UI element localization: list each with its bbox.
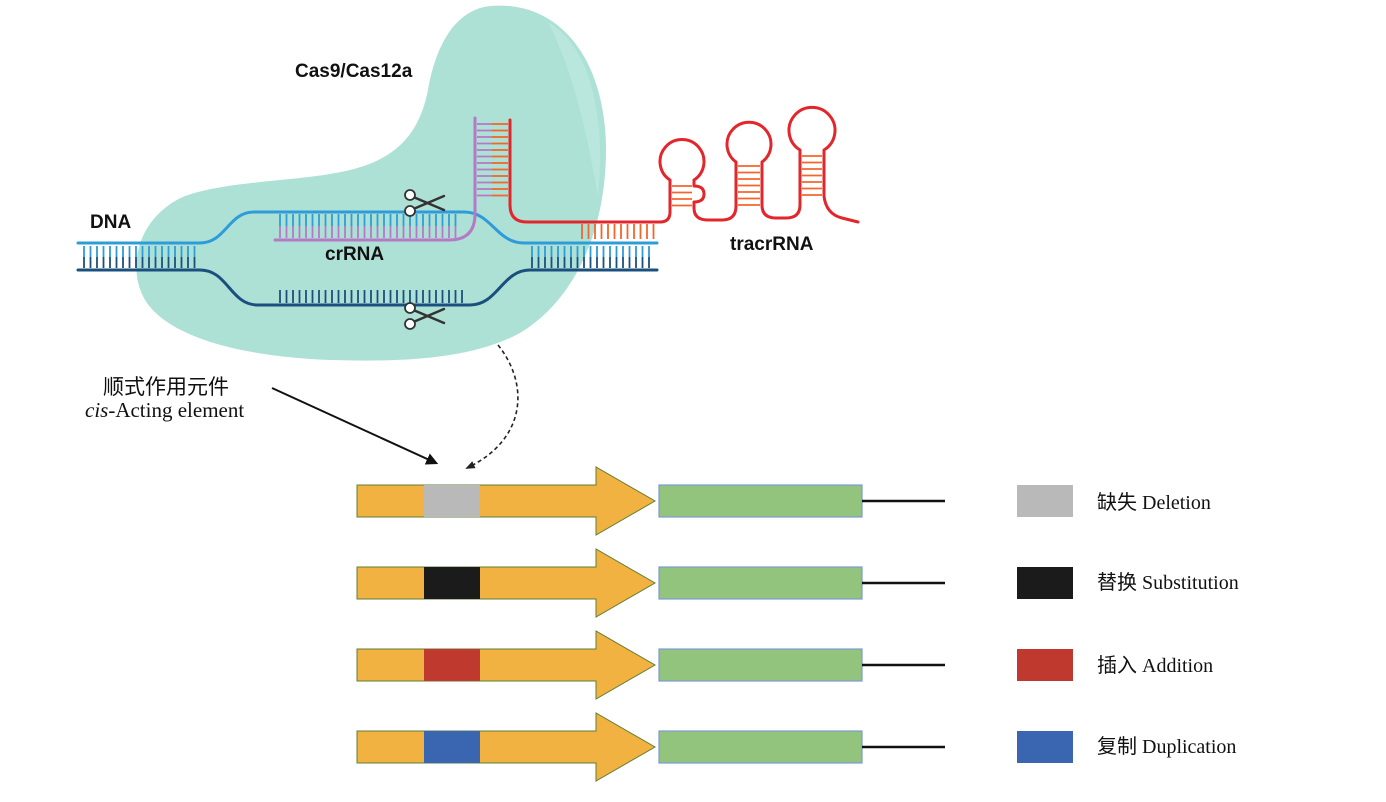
dna-label: DNA <box>90 212 131 233</box>
construct-row-addition <box>356 630 945 700</box>
cas-protein-body <box>136 5 606 361</box>
cis-element-label-en: cis-Acting element <box>85 398 244 422</box>
tracrrna-hairpin-pairs <box>672 155 822 207</box>
cas-protein-highlight <box>548 22 601 196</box>
legend-swatch <box>1017 485 1073 517</box>
scissors-icon <box>404 189 446 217</box>
gene-body <box>658 484 863 518</box>
legend-item-addition: 插入 Addition <box>1017 649 1213 681</box>
dna-bottom-strand <box>76 268 659 307</box>
legend-swatch <box>1017 567 1073 599</box>
scissors-icon <box>404 302 446 330</box>
promoter-arrow <box>356 712 657 782</box>
crrna-tracrrna-pairs <box>477 123 508 197</box>
mutation-block <box>424 485 480 517</box>
non-target-strand-bases <box>279 290 463 303</box>
crrna-target-pairs <box>279 214 457 238</box>
dna-top-strand <box>76 210 659 245</box>
gene-body <box>658 648 863 682</box>
arrow-icon <box>271 387 439 465</box>
gene-body <box>658 566 863 600</box>
mutation-block <box>424 649 480 681</box>
legend-item-substitution: 替换 Substitution <box>1017 567 1239 599</box>
mutation-block <box>424 731 480 763</box>
legend-swatch <box>1017 649 1073 681</box>
cis-italic: cis <box>85 398 108 422</box>
cas-protein: Cas9/Cas12a <box>136 5 606 361</box>
legend-label: 缺失 Deletion <box>1097 491 1211 514</box>
promoter-arrow <box>356 630 657 700</box>
cis-element-label-zh: 顺式作用元件 <box>103 375 229 399</box>
legend-swatch <box>1017 731 1073 763</box>
tracrrna-strand <box>508 105 860 224</box>
gene-body <box>658 730 863 764</box>
cas-protein-label: Cas9/Cas12a <box>295 61 413 82</box>
legend-item-deletion: 缺失 Deletion <box>1017 485 1211 517</box>
dashed-arrow-icon <box>465 344 519 469</box>
legend-label: 插入 Addition <box>1097 654 1213 677</box>
legend-label: 替换 Substitution <box>1097 571 1239 594</box>
crrna-label: crRNA <box>325 244 384 265</box>
construct-row-deletion <box>356 466 945 536</box>
promoter-arrow <box>356 466 657 536</box>
tracrrna-bases <box>581 224 655 239</box>
construct-row-duplication <box>356 712 945 782</box>
mutation-block <box>424 567 480 599</box>
crrna-strand <box>273 116 477 242</box>
legend: 缺失 Deletion 替换 Substitution 插入 Addition … <box>1017 485 1239 763</box>
tracrrna-label: tracrRNA <box>730 234 814 255</box>
dna-duplex-right-pairs <box>531 246 650 268</box>
dna-duplex-left-pairs <box>83 246 196 268</box>
legend-item-duplication: 复制 Duplication <box>1017 731 1236 763</box>
legend-label: 复制 Duplication <box>1097 735 1236 758</box>
cis-rest: -Acting element <box>108 398 244 422</box>
construct-row-substitution <box>356 548 945 618</box>
promoter-arrow <box>356 548 657 618</box>
